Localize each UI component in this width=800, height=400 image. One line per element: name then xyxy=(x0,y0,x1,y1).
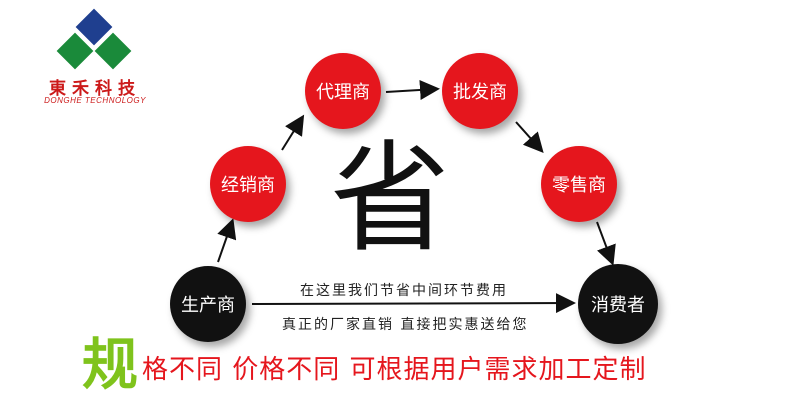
node-consumer-label: 消费者 xyxy=(591,295,645,316)
arrow-distributor-to-agent xyxy=(281,114,305,151)
node-retailer: 零售商 xyxy=(541,146,617,222)
logo-chinese-name: 東禾科技 xyxy=(49,79,141,99)
node-producer: 生产商 xyxy=(170,266,246,342)
node-retailer-label: 零售商 xyxy=(552,175,606,196)
node-consumer: 消费者 xyxy=(578,264,658,344)
company-logo: 東禾科技 DONGHE TECHNOLOGY xyxy=(40,8,150,108)
direct-line-top-text: 在这里我们节省中间环节费用 xyxy=(300,283,508,299)
arrow-producer-to-distributor xyxy=(217,218,237,263)
arrow-producer-to-consumer xyxy=(251,293,576,314)
footer-big-character: 规 xyxy=(82,333,138,398)
node-distributor: 经销商 xyxy=(210,146,286,222)
arrow-agent-to-wholesaler xyxy=(385,79,440,100)
arrow-retailer-to-consumer xyxy=(596,221,616,266)
center-save-character: 省 xyxy=(330,130,450,269)
node-distributor-label: 经销商 xyxy=(221,175,275,196)
footer-text: 格不同 价格不同 可根据用户需求加工定制 xyxy=(142,355,647,385)
node-wholesaler: 批发商 xyxy=(442,53,518,129)
arrow-wholesaler-to-retailer xyxy=(515,121,544,153)
node-wholesaler-label: 批发商 xyxy=(453,82,507,103)
logo-english-name: DONGHE TECHNOLOGY xyxy=(44,96,146,105)
node-agent-label: 代理商 xyxy=(316,82,370,103)
direct-line-bottom-text: 真正的厂家直销 直接把实惠送给您 xyxy=(282,317,529,333)
node-producer-label: 生产商 xyxy=(181,295,235,316)
footer-slogan: 规 格不同 价格不同 可根据用户需求加工定制 xyxy=(82,326,647,396)
node-agent: 代理商 xyxy=(305,53,381,129)
